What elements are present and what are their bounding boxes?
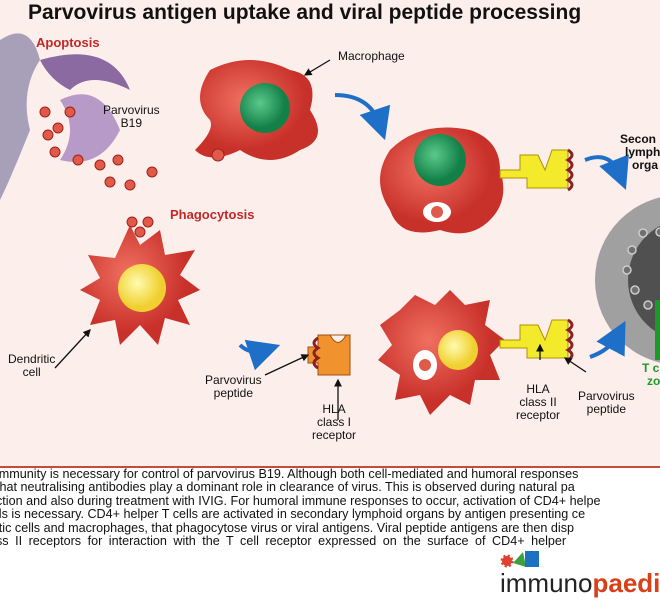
label-line: class II [519, 395, 557, 409]
hla-class-i-receptor [307, 334, 351, 376]
label-line: B19 [120, 116, 143, 130]
dendritic-nucleus [438, 330, 478, 370]
label-line: zo [647, 374, 660, 388]
viral-peptide [565, 148, 574, 192]
hla-class-ii-receptor [499, 319, 569, 359]
description-line: ss II receptors for interaction with the… [0, 535, 567, 549]
description-line: immunity is necessary for control of par… [0, 468, 579, 481]
logo-icon [500, 551, 539, 568]
apoptotic-cell [0, 33, 40, 201]
virus-particle [419, 359, 431, 371]
label-apoptosis: Apoptosis [36, 35, 100, 50]
label-pointers [54, 59, 587, 420]
label-line: Secon [620, 132, 657, 146]
viral-peptide [565, 318, 574, 362]
virus-particle [211, 148, 225, 162]
logo-text-part1: immuno [500, 568, 593, 598]
diagram-graphics [0, 33, 660, 420]
macrophage-nucleus [240, 83, 290, 133]
flow-arrow [589, 320, 626, 359]
apoptotic-fragment [40, 54, 130, 90]
virus-particles [126, 216, 154, 238]
flow-arrow [584, 154, 629, 190]
label-line: orga [632, 158, 659, 172]
description-line: lls is necessary. CD4+ helper T cells ar… [0, 508, 586, 522]
tcell-zone [655, 300, 660, 360]
macrophage-nucleus [414, 134, 466, 186]
label-line: peptide [213, 386, 254, 400]
description-line: that neutralising antibodies play a domi… [0, 481, 575, 495]
label-macrophage: Macrophage [338, 49, 405, 63]
label-line: receptor [516, 408, 561, 422]
description-text: immunity is necessary for control of par… [0, 468, 660, 548]
label-phagocytosis: Phagocytosis [170, 207, 255, 222]
label-line: Dendritic [8, 352, 56, 366]
logo-text-part2: paedic [592, 568, 660, 598]
virus-particles [39, 106, 158, 191]
label-line: class I [317, 415, 352, 429]
description-line: ction and also during treatment with IVI… [0, 494, 601, 508]
logo: immunopaedic [500, 568, 660, 599]
label-line: HLA [322, 402, 346, 416]
label-line: HLA [526, 382, 550, 396]
label-line: T c [642, 361, 660, 375]
label-line: Parvovirus [578, 389, 635, 403]
virus-particle [431, 206, 443, 218]
viral-peptide [312, 336, 321, 370]
label-line: Parvovirus [103, 103, 160, 117]
description-line: itic cells and macrophages, that phagocy… [0, 521, 575, 535]
flow-arrow [238, 339, 281, 371]
flow-arrow [334, 93, 391, 141]
label-line: peptide [586, 402, 627, 416]
page-title: Parvovirus antigen uptake and viral pept… [28, 1, 582, 24]
label-line: cell [22, 365, 41, 379]
label-line: lymph [625, 145, 660, 159]
lymphoid-follicles [622, 227, 660, 310]
label-line: Parvovirus [205, 373, 262, 387]
hla-class-ii-receptor [499, 149, 569, 189]
label-line: receptor [312, 428, 357, 442]
dendritic-nucleus [118, 264, 166, 312]
